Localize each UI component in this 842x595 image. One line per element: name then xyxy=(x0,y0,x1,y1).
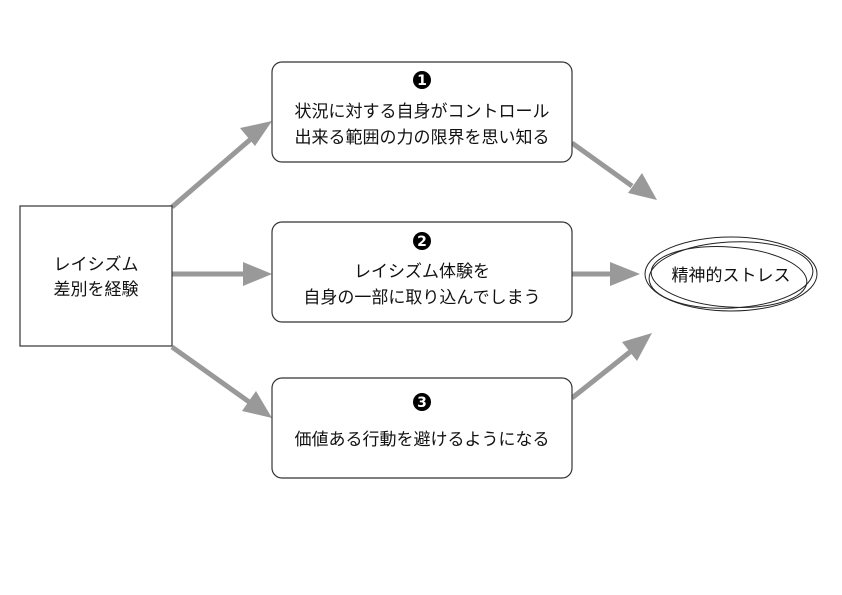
step-1-node: 1 状況に対する自身がコントロール 出来る範囲の力の限界を思い知る xyxy=(271,61,573,163)
step-2-number: 2 xyxy=(417,234,427,250)
step-2-box xyxy=(271,221,573,323)
arrow-step3-to-outcome xyxy=(570,350,632,400)
step-3-node: 3 価値ある行動を避けるようになる xyxy=(271,377,573,479)
step-2-node: 2 レイシズム体験を 自身の一部に取り込んでしまう xyxy=(271,221,573,323)
arrow-head-source-to-step2 xyxy=(243,262,272,286)
arrows xyxy=(170,121,657,418)
arrow-source-to-step3 xyxy=(170,344,254,407)
arrow-head-step3-to-outcome xyxy=(622,333,652,361)
step-1-badge xyxy=(413,71,431,89)
step-2-badge xyxy=(413,232,431,250)
outcome-ellipse-3 xyxy=(650,246,808,308)
arrow-head-source-to-step3 xyxy=(242,391,272,418)
step-3-line1: 価値ある行動を避けるようになる xyxy=(295,430,550,450)
step-2-line2: 自身の一部に取り込んでしまう xyxy=(303,288,540,308)
arrow-head-step1-to-outcome xyxy=(628,173,657,200)
source-line1: レイシズム xyxy=(54,255,139,275)
step-3-box xyxy=(271,377,573,479)
arrow-step1-to-outcome xyxy=(570,140,634,189)
step-3-number: 3 xyxy=(417,395,427,411)
step-2-line1: レイシズム体験を xyxy=(354,262,490,282)
source-node: レイシズム 差別を経験 xyxy=(19,205,173,347)
step-1-box xyxy=(271,61,573,163)
step-3-badge xyxy=(413,393,431,411)
step-1-line1: 状況に対する自身がコントロール xyxy=(295,102,550,122)
source-line2: 差別を経験 xyxy=(54,280,139,300)
arrow-head-source-to-step1 xyxy=(240,121,272,146)
outcome-label: 精神的ストレス xyxy=(672,266,791,286)
outcome-ellipse-1 xyxy=(644,236,818,312)
outcome-ellipse-2 xyxy=(648,241,814,309)
arrow-head-step2-to-outcome xyxy=(610,262,640,286)
step-1-number: 1 xyxy=(417,73,427,89)
outcome-node: 精神的ストレス xyxy=(644,236,818,312)
arrow-source-to-step1 xyxy=(170,136,254,209)
step-1-line2: 出来る範囲の力の限界を思い知る xyxy=(295,128,550,148)
source-box xyxy=(19,205,173,347)
